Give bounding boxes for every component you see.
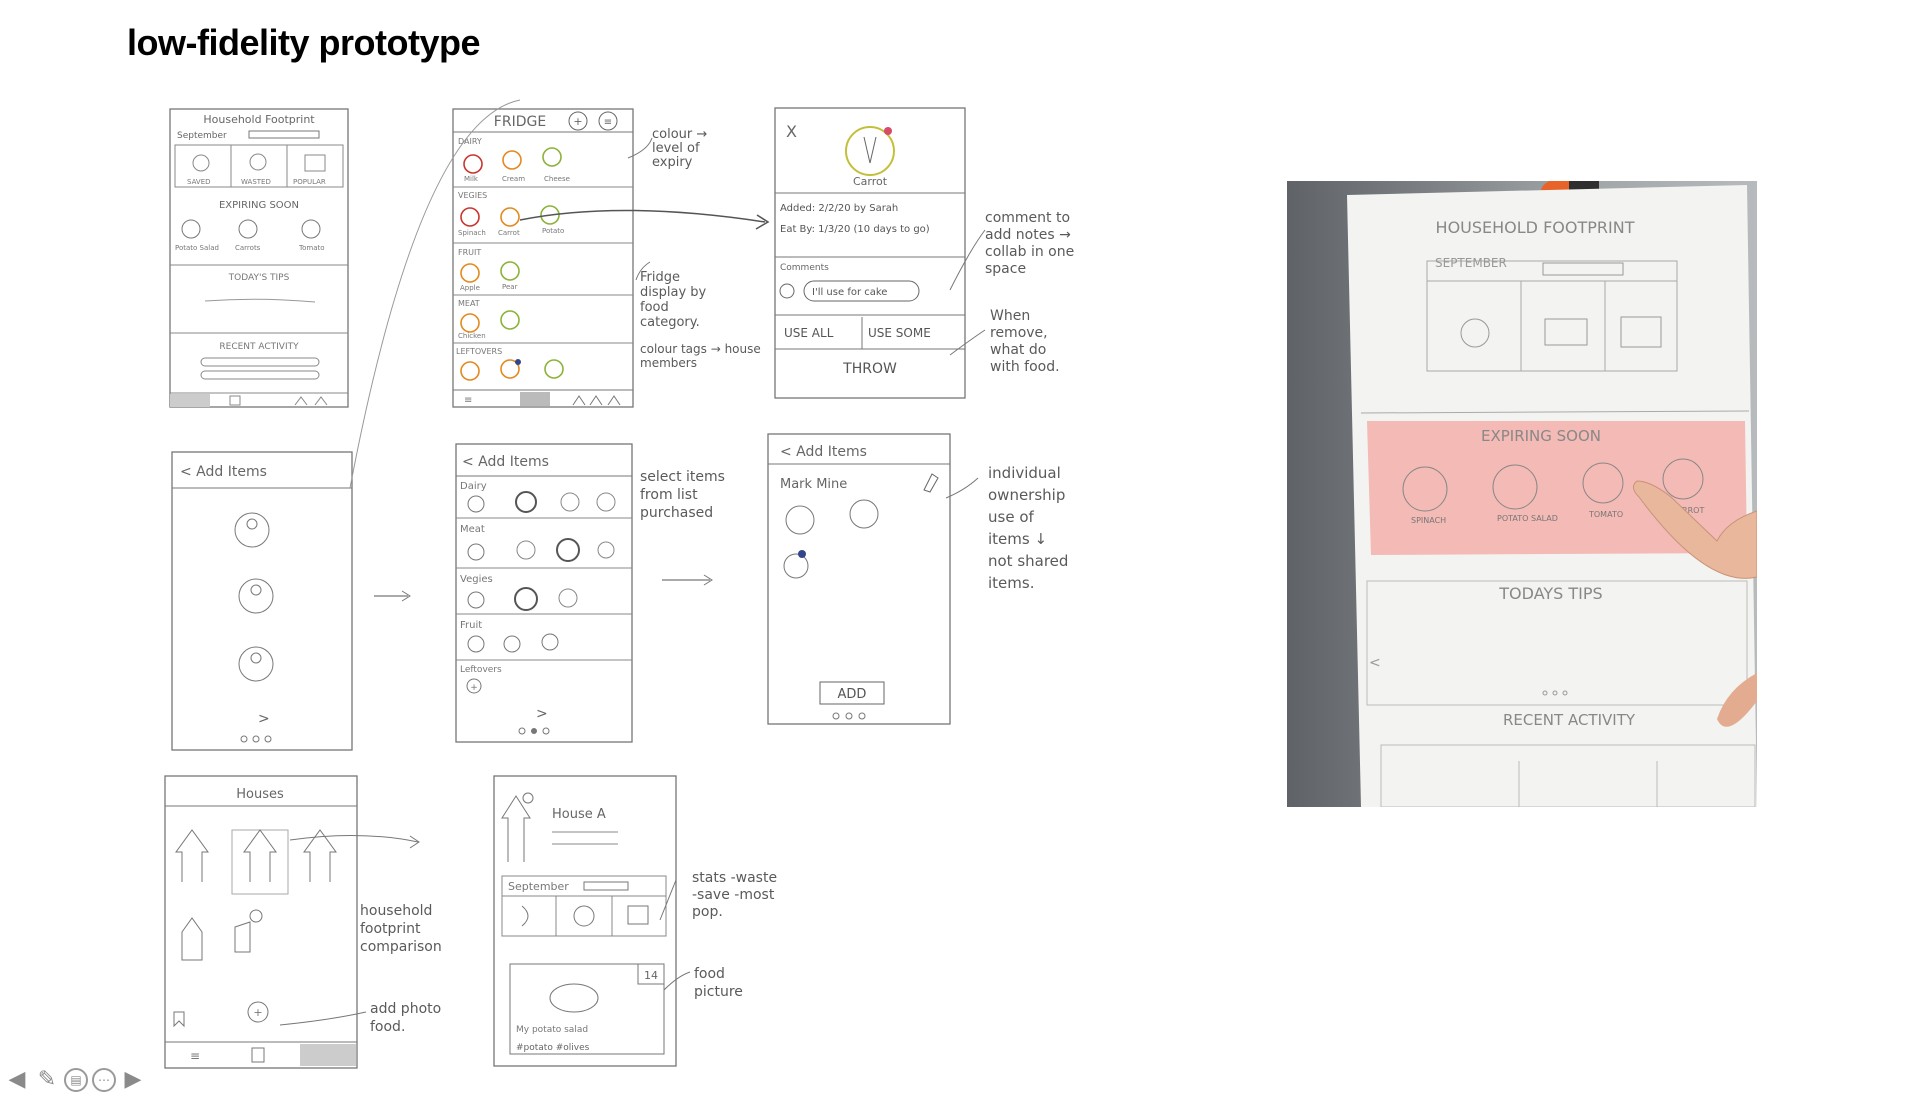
- home-expiring-item: Tomato: [298, 244, 325, 252]
- annotation-individual: individual ownership use of items ↓ not …: [988, 464, 1069, 592]
- svg-text:Fruit: Fruit: [460, 620, 482, 631]
- home-activity-heading: RECENT ACTIVITY: [219, 342, 299, 352]
- photo-title: HOUSEHOLD FOOTPRINT: [1436, 218, 1635, 237]
- photo-month: SEPTEMBER: [1435, 256, 1507, 270]
- svg-text:Spinach: Spinach: [458, 229, 486, 237]
- svg-text:MEAT: MEAT: [458, 299, 480, 308]
- svg-text:≡: ≡: [190, 1049, 200, 1063]
- annotation-food-picture: food picture: [694, 966, 743, 1000]
- previous-icon[interactable]: ◀: [8, 1067, 26, 1092]
- annotation-select-items: select items from list purchased: [640, 469, 725, 521]
- sketch-house-a: House A September 14 My potato salad #po…: [493, 775, 677, 1067]
- house-a-photo-caption: My potato salad: [516, 1025, 588, 1035]
- svg-text:Leftovers: Leftovers: [460, 665, 502, 675]
- home-stat-saved: SAVED: [187, 178, 211, 186]
- annotation-colour-level: colour → level of expiry: [652, 127, 708, 170]
- svg-text:Apple: Apple: [460, 284, 480, 292]
- houses-title: Houses: [236, 787, 284, 802]
- annotation-household-comparison: household footprint comparison: [360, 903, 442, 955]
- svg-text:≡: ≡: [604, 117, 612, 128]
- svg-text:VEGIES: VEGIES: [458, 191, 487, 200]
- detail-item-name: Carrot: [853, 175, 888, 188]
- house-a-month: September: [508, 880, 569, 893]
- sketch-houses: Houses + ≡: [164, 775, 358, 1069]
- photo-expiring-item: POTATO SALAD: [1497, 514, 1558, 523]
- photo-tips-heading: TODAYS TIPS: [1498, 584, 1602, 603]
- home-expiring-item: Potato Salad: [175, 244, 219, 252]
- pen-icon[interactable]: ✎: [37, 1067, 57, 1092]
- home-stat-popular: POPULAR: [293, 178, 326, 186]
- detail-added: Added: 2/2/20 by Sarah: [780, 203, 898, 214]
- house-a-title: House A: [552, 807, 606, 822]
- house-a-photo-count: 14: [644, 969, 658, 982]
- svg-text:Carrot: Carrot: [498, 229, 520, 237]
- next-icon[interactable]: ▶: [124, 1067, 142, 1092]
- svg-text:Vegies: Vegies: [460, 574, 493, 585]
- photo-expiring-item: TOMATO: [1588, 510, 1623, 519]
- house-a-photo-tags: #potato #olives: [516, 1043, 590, 1053]
- detail-use-some-button[interactable]: USE SOME: [868, 326, 931, 340]
- svg-text:+: +: [573, 115, 582, 128]
- add-mine-add-button[interactable]: ADD: [838, 687, 867, 702]
- photo-expiring-item: SPINACH: [1411, 516, 1446, 525]
- svg-text:Pear: Pear: [502, 283, 518, 291]
- add-mine-mark: Mark Mine: [780, 477, 847, 492]
- annotation-stats: stats -waste -save -most pop.: [692, 870, 778, 920]
- more-icon[interactable]: ⋯: [92, 1068, 116, 1092]
- home-tips-heading: TODAY'S TIPS: [228, 273, 290, 283]
- detail-throw-button[interactable]: THROW: [842, 361, 897, 377]
- annotation-comment-notes: comment to add notes → collab in one spa…: [985, 210, 1075, 277]
- home-title: Household Footprint: [203, 113, 315, 126]
- sketch-connectors: [279, 99, 986, 1026]
- annotation-add-photo: add photo food.: [370, 1001, 442, 1035]
- add-mine-title: < Add Items: [780, 444, 867, 460]
- sketch-add-items-members: < Add Items >: [171, 451, 353, 751]
- photo-activity-heading: RECENT ACTIVITY: [1503, 711, 1636, 729]
- svg-text:FRUIT: FRUIT: [458, 248, 481, 257]
- sketch-item-detail: X Carrot Added: 2/2/20 by Sarah Eat By: …: [774, 107, 966, 399]
- sketch-home-screen: Household Footprint September SAVED WAST…: [169, 108, 349, 408]
- detail-eat-by: Eat By: 1/3/20 (10 days to go): [780, 224, 930, 235]
- svg-text:Cheese: Cheese: [544, 175, 570, 183]
- photo-expiring-heading: EXPIRING SOON: [1481, 427, 1601, 445]
- svg-text:Chicken: Chicken: [458, 332, 486, 340]
- sketch-add-items-select: < Add Items Dairy Meat Vegies Fruit Left…: [455, 443, 633, 743]
- subtitles-icon[interactable]: ▤: [64, 1068, 88, 1092]
- detail-comments-heading: Comments: [780, 263, 829, 273]
- add-select-next[interactable]: >: [536, 706, 548, 722]
- annotation-fridge-display: Fridge display by food category.: [640, 270, 707, 330]
- svg-text:Meat: Meat: [460, 524, 485, 535]
- detail-use-all-button[interactable]: USE ALL: [784, 326, 834, 340]
- annotation-when-remove: When remove, what do with food.: [990, 308, 1060, 375]
- add-select-title: < Add Items: [462, 454, 549, 470]
- slideshow-toolbar: ◀ ✎ ▤ ⋯ ▶: [4, 1065, 146, 1095]
- home-month: September: [177, 131, 227, 141]
- photo-expiring-item: CARROT: [1671, 506, 1704, 515]
- svg-text:Dairy: Dairy: [460, 481, 487, 492]
- add-members-next[interactable]: >: [258, 711, 270, 727]
- svg-text:Cream: Cream: [502, 175, 525, 183]
- svg-text:≡: ≡: [464, 395, 472, 406]
- add-members-title: < Add Items: [180, 464, 267, 480]
- svg-text:+: +: [470, 683, 478, 693]
- sketch-fridge-screen: FRIDGE + ≡ DAIRY Milk Cream Cheese VEGIE…: [452, 108, 634, 408]
- svg-text:Milk: Milk: [464, 175, 479, 183]
- annotation-colour-tags: colour tags → house members: [640, 342, 761, 370]
- detail-comment: I'll use for cake: [812, 287, 887, 298]
- svg-text:+: +: [253, 1006, 262, 1019]
- home-expiring-heading: EXPIRING SOON: [219, 200, 299, 211]
- svg-text:<: <: [1369, 655, 1381, 671]
- slide-title: low-fidelity prototype: [127, 22, 481, 63]
- home-expiring-item: Carrots: [235, 244, 261, 252]
- sketch-add-items-mine: < Add Items Mark Mine ADD: [767, 433, 951, 725]
- prototype-photo: HOUSEHOLD FOOTPRINT SEPTEMBER EXPIRING S…: [1287, 181, 1757, 807]
- fridge-section: DAIRY: [458, 137, 482, 146]
- detail-close: X: [786, 122, 797, 141]
- svg-text:LEFTOVERS: LEFTOVERS: [456, 347, 502, 356]
- svg-text:Potato: Potato: [542, 227, 564, 235]
- fridge-title: FRIDGE: [494, 114, 546, 130]
- prototype-photo-drawing: HOUSEHOLD FOOTPRINT SEPTEMBER EXPIRING S…: [1347, 181, 1757, 807]
- home-stat-wasted: WASTED: [241, 178, 271, 186]
